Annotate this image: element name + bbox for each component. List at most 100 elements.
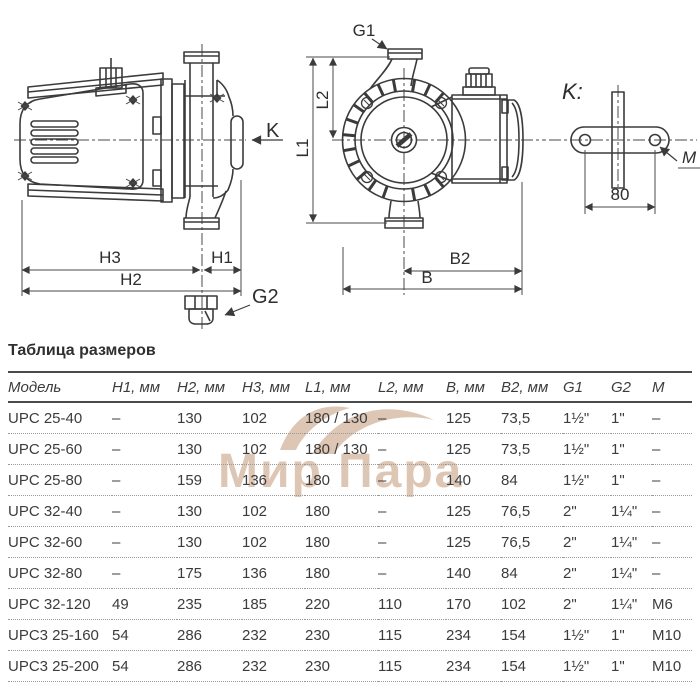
value-cell: 110 (378, 588, 446, 620)
dim-label-g1: G1 (353, 21, 376, 40)
value-cell: – (652, 433, 692, 465)
value-cell: 136 (242, 464, 305, 496)
value-cell: 130 (177, 402, 242, 434)
detail-title: K: (562, 79, 583, 104)
value-cell: 154 (501, 619, 563, 651)
model-cell: UPC 32-120 (8, 588, 112, 620)
value-cell: – (378, 433, 446, 465)
dim-label-b2: B2 (450, 249, 471, 268)
column-header-l1: L1, мм (305, 371, 378, 403)
value-cell: 115 (378, 619, 446, 651)
value-cell: 159 (177, 464, 242, 496)
value-cell: 102 (242, 526, 305, 558)
value-cell: 1" (611, 650, 652, 682)
table-header-row: Модель H1, мм H2, мм H3, мм L1, мм L2, м… (8, 371, 692, 403)
value-cell: 130 (177, 433, 242, 465)
model-cell: UPC 25-60 (8, 433, 112, 465)
value-cell: 49 (112, 588, 177, 620)
column-header-b2: B2, мм (501, 371, 563, 403)
value-cell: 180 (305, 557, 378, 589)
dim-label-h1: H1 (211, 248, 233, 267)
value-cell: 1½" (563, 433, 611, 465)
value-cell: 125 (446, 433, 501, 465)
value-cell: 140 (446, 464, 501, 496)
value-cell: M6 (652, 588, 692, 620)
value-cell: 185 (242, 588, 305, 620)
value-cell: – (112, 464, 177, 496)
value-cell: 1¼" (611, 526, 652, 558)
value-cell: 76,5 (501, 526, 563, 558)
value-cell: 286 (177, 619, 242, 651)
value-cell: – (652, 402, 692, 434)
value-cell: – (378, 495, 446, 527)
pump-rib-group (342, 79, 445, 201)
value-cell: 73,5 (501, 402, 563, 434)
value-cell: – (112, 433, 177, 465)
column-header-h1: H1, мм (112, 371, 177, 403)
value-cell: – (652, 464, 692, 496)
value-cell: 1¼" (611, 557, 652, 589)
dim-label-l1: L1 (293, 139, 312, 158)
value-cell: – (378, 557, 446, 589)
value-cell: 54 (112, 650, 177, 682)
value-cell: 1" (611, 433, 652, 465)
model-cell: UPC 32-40 (8, 495, 112, 527)
value-cell: 180 (305, 464, 378, 496)
value-cell: 84 (501, 557, 563, 589)
value-cell: 130 (177, 526, 242, 558)
value-cell: 115 (378, 650, 446, 682)
size-table: Модель H1, мм H2, мм H3, мм L1, мм L2, м… (8, 371, 692, 682)
value-cell: – (112, 526, 177, 558)
value-cell: 2" (563, 495, 611, 527)
screw-bosses (360, 96, 448, 184)
size-table-section: Таблица размеров Модель H1, мм H2, мм H3… (8, 342, 692, 682)
column-header-h2: H2, мм (177, 371, 242, 403)
technical-drawing: K H3 H1 H2 G2 (14, 21, 700, 330)
value-cell: 136 (242, 557, 305, 589)
value-cell: 175 (177, 557, 242, 589)
column-header-b: B, мм (446, 371, 501, 403)
column-header-m: M (652, 371, 692, 403)
value-cell: 102 (242, 433, 305, 465)
value-cell: – (112, 495, 177, 527)
value-cell: – (378, 464, 446, 496)
value-cell: 1½" (563, 402, 611, 434)
front-view: L1 L2 B2 B G1 (293, 21, 546, 295)
value-cell: 180 (305, 526, 378, 558)
value-cell: 230 (305, 619, 378, 651)
value-cell: 180 (305, 495, 378, 527)
table-title: Таблица размеров (8, 342, 156, 359)
column-header-model: Модель (8, 371, 112, 403)
model-cell: UPC 25-80 (8, 464, 112, 496)
value-cell: 76,5 (501, 495, 563, 527)
value-cell: 230 (305, 650, 378, 682)
value-cell: 1½" (563, 464, 611, 496)
dim-label-m: M (682, 148, 697, 167)
value-cell: – (652, 495, 692, 527)
value-cell: – (378, 526, 446, 558)
view-arrow-label: K (266, 120, 280, 142)
value-cell: 73,5 (501, 433, 563, 465)
value-cell: 84 (501, 464, 563, 496)
value-cell: 180 / 130 (305, 433, 378, 465)
value-cell: – (112, 557, 177, 589)
dim-label-b: B (421, 268, 432, 287)
value-cell: 102 (242, 495, 305, 527)
value-cell: 102 (242, 402, 305, 434)
model-cell: UPC3 25-160 (8, 619, 112, 651)
value-cell: 1" (611, 464, 652, 496)
value-cell: M10 (652, 650, 692, 682)
value-cell: 1½" (563, 619, 611, 651)
dim-label-80: 80 (611, 185, 630, 204)
value-cell: 232 (242, 619, 305, 651)
model-cell: UPC 25-40 (8, 402, 112, 434)
flange-detail-view: K: 80 M (549, 79, 700, 214)
value-cell: 130 (177, 495, 242, 527)
dim-label-h2: H2 (120, 270, 142, 289)
